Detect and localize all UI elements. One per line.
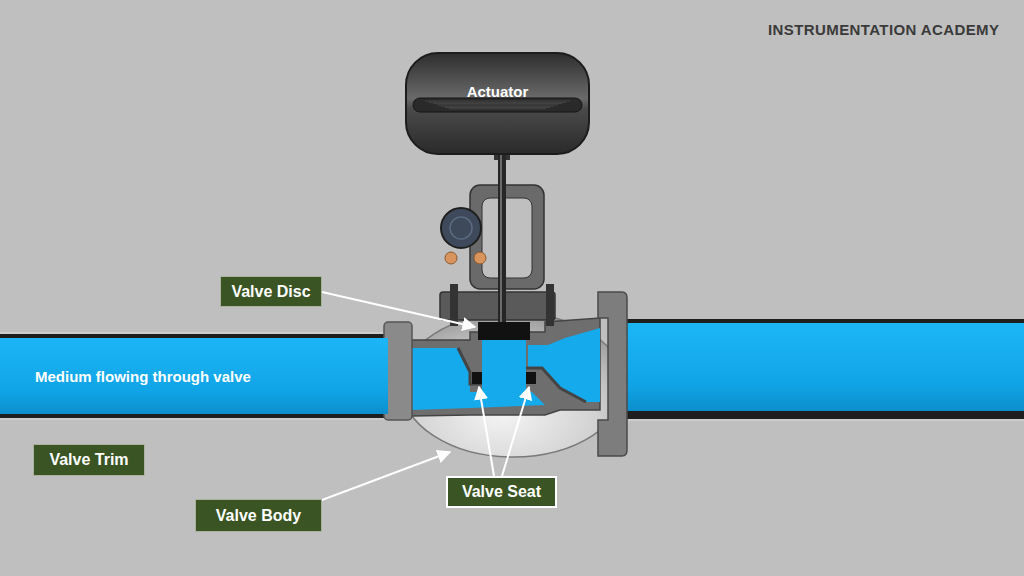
inlet-flange	[384, 322, 412, 420]
callout-box: Valve Seat	[446, 476, 557, 508]
pipe-edge	[0, 419, 392, 420]
air-fitting	[474, 252, 486, 264]
valve-disc-plug	[478, 322, 530, 340]
diaphragm-line	[441, 106, 554, 107]
diaphragm-line	[449, 108, 546, 109]
node-text: Medium flowing through valve	[0, 368, 251, 385]
pipe-flow	[612, 323, 1024, 411]
diaphragm-line	[437, 104, 558, 105]
node-text: Actuator	[405, 83, 590, 100]
callout-box: Valve Body	[195, 499, 322, 532]
valve-seat-ring	[526, 372, 536, 384]
node-text: Valve Body	[216, 507, 301, 525]
seat-throat	[482, 338, 526, 394]
pipe-edge	[0, 333, 392, 334]
leader-line	[479, 387, 494, 476]
bonnet-bolt	[450, 284, 458, 326]
positioner-gauge	[450, 217, 472, 239]
node-text: Valve Disc	[231, 283, 310, 301]
valve-seat-ring	[472, 372, 482, 384]
pipe-wall	[612, 319, 1024, 419]
callout-box: Valve Trim	[33, 444, 145, 476]
bonnet-bolt	[546, 284, 554, 326]
diaphragm-line	[433, 103, 562, 104]
air-fitting	[445, 252, 457, 264]
node-text: Valve Seat	[462, 483, 541, 501]
valve-body-shell	[401, 313, 625, 457]
pipe-edge	[612, 420, 1024, 421]
leader-line	[502, 387, 529, 476]
actuator-housing: Actuator	[405, 52, 590, 155]
diaphragm-line	[429, 102, 566, 103]
stem-highlight	[500, 150, 502, 324]
positioner	[441, 208, 481, 248]
diaphragm-line	[445, 107, 550, 108]
watermark: INSTRUMENTATION ACADEMY	[768, 21, 999, 38]
body-wall	[526, 368, 586, 402]
yoke-window	[482, 198, 532, 278]
pipe-band: Medium flowing through valve	[0, 338, 388, 414]
valve-body-interior	[412, 318, 600, 416]
callout-box: Valve Disc	[220, 276, 322, 307]
leader-line	[322, 292, 475, 327]
diaphragm-line	[425, 101, 570, 102]
body-wall	[458, 348, 482, 384]
actuator-diaphragm	[413, 98, 582, 112]
leader-line	[322, 452, 450, 500]
pipe-wall	[0, 334, 392, 418]
valve-stem	[498, 150, 506, 324]
actuator-case	[406, 53, 589, 154]
actuator-outline	[405, 52, 590, 155]
node-text: Valve Trim	[49, 451, 128, 469]
yoke	[470, 185, 544, 289]
outlet-flange	[598, 292, 627, 456]
